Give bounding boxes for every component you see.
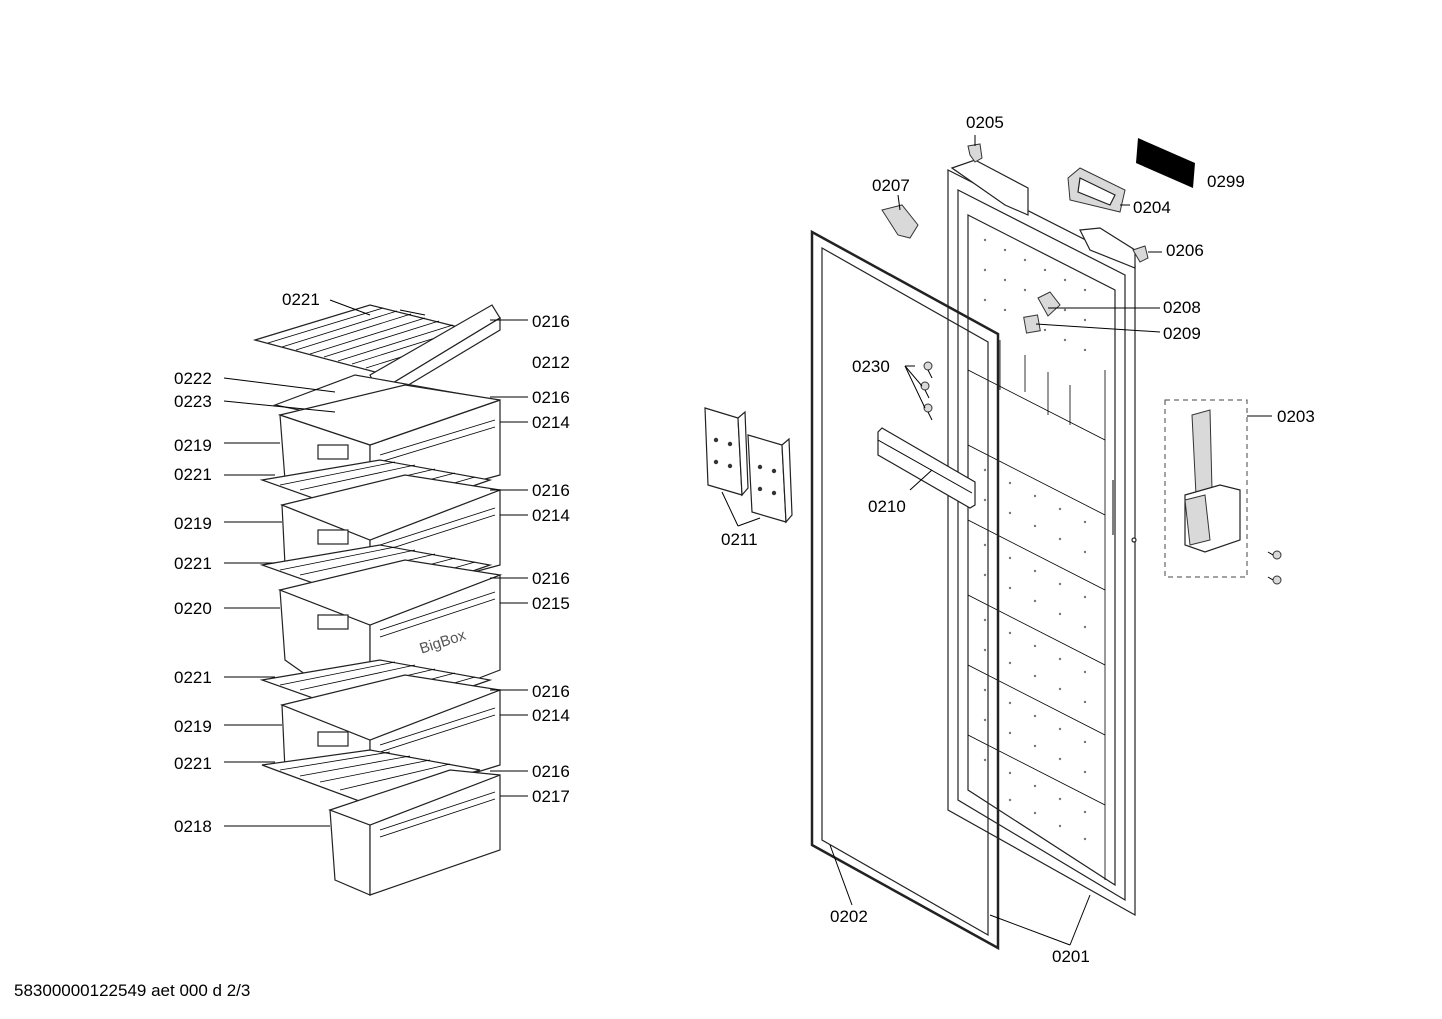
label-0204: 0204 [1133, 198, 1171, 217]
drawer-assembly: BigBox [252, 304, 503, 896]
label-0221-c: 0221 [174, 554, 212, 573]
label-0212: 0212 [532, 353, 570, 372]
label-0206: 0206 [1166, 241, 1204, 260]
label-0221-d: 0221 [174, 668, 212, 687]
label-0214-c: 0214 [532, 706, 570, 725]
label-0209: 0209 [1163, 324, 1201, 343]
hinge-assembly [1164, 399, 1282, 585]
label-0211: 0211 [721, 530, 758, 549]
label-0214-b: 0214 [532, 506, 570, 525]
label-0219-b: 0219 [174, 514, 212, 533]
label-0201: 0201 [1052, 947, 1090, 966]
door-assembly [704, 138, 1282, 951]
label-0216-b: 0216 [532, 388, 570, 407]
label-0216-f: 0216 [532, 762, 570, 781]
screws-0230 [920, 361, 933, 421]
label-0210: 0210 [868, 497, 906, 516]
door-gasket [810, 229, 1000, 951]
label-0203: 0203 [1277, 407, 1315, 426]
label-0221-b: 0221 [174, 465, 212, 484]
part-labels: 0221 0216 0212 0222 0223 0216 0214 0219 … [174, 113, 1315, 966]
leader-lines-right [721, 135, 1272, 946]
label-0202: 0202 [830, 907, 868, 926]
label-0214-a: 0214 [532, 413, 570, 432]
leader-lines-left [223, 299, 528, 827]
label-0223: 0223 [174, 392, 212, 411]
label-0219-c: 0219 [174, 717, 212, 736]
label-0222: 0222 [174, 369, 212, 388]
document-id: 58300000122549 aet 000 d 2/3 [14, 981, 251, 1000]
label-0299: 0299 [1207, 172, 1245, 191]
wire-shelf-top [252, 304, 493, 373]
cold-packs [704, 407, 793, 524]
label-0207: 0207 [872, 176, 910, 195]
label-0230: 0230 [852, 357, 890, 376]
label-0216-e: 0216 [532, 682, 570, 701]
drawer-bottom [328, 769, 501, 896]
inner-door-liner [947, 159, 1137, 917]
label-0221-a: 0221 [282, 290, 320, 309]
label-0216-a: 0216 [532, 312, 570, 331]
label-0220: 0220 [174, 599, 212, 618]
label-0221-e: 0221 [174, 754, 212, 773]
label-0205: 0205 [966, 113, 1004, 132]
label-0215: 0215 [532, 594, 570, 613]
label-0219-a: 0219 [174, 436, 212, 455]
label-0216-c: 0216 [532, 481, 570, 500]
wire-shelf-5 [261, 749, 481, 806]
label-0218: 0218 [174, 817, 212, 836]
label-0208: 0208 [1163, 298, 1201, 317]
small-parts-top [881, 138, 1195, 334]
label-0217: 0217 [532, 787, 570, 806]
door-handle [877, 427, 976, 509]
label-0216-d: 0216 [532, 569, 570, 588]
